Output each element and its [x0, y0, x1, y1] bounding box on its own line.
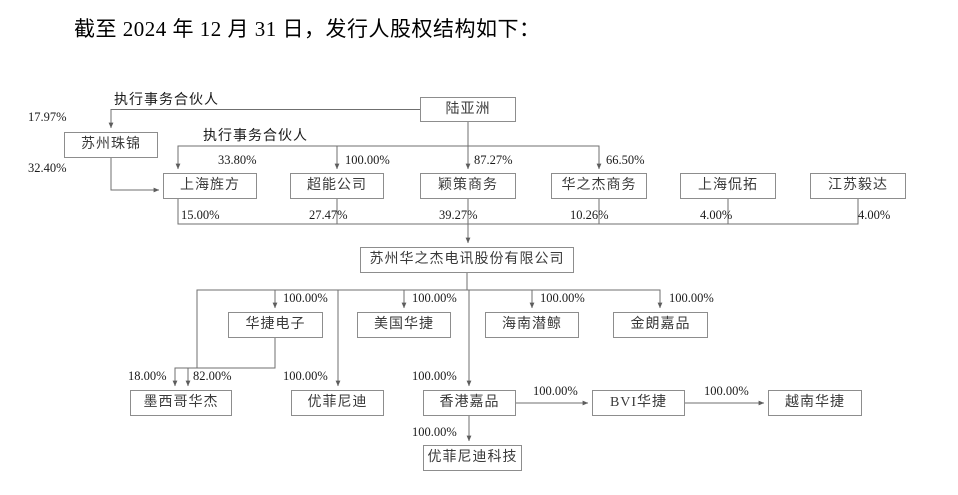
- entity-box-meiguo_hj[interactable]: 美国华捷: [357, 312, 451, 338]
- entity-box-youfeinidi[interactable]: 优菲尼迪: [291, 390, 384, 416]
- connector-lines: [108, 108, 859, 442]
- entity-box-jiangsu_yd[interactable]: 江苏毅达: [810, 173, 906, 199]
- percent-label-p-10000f: 100.00%: [283, 369, 328, 383]
- percent-label-p-8200: 82.00%: [193, 369, 232, 383]
- percent-label-p-8727: 87.27%: [474, 153, 513, 167]
- percent-label-p-10000b: 100.00%: [283, 291, 328, 305]
- percent-label-p-10000g: 100.00%: [412, 369, 457, 383]
- entity-box-lu_yazhou[interactable]: 陆亚洲: [420, 97, 516, 122]
- page-title: 截至 2024 年 12 月 31 日，发行人股权结构如下：: [74, 17, 541, 41]
- entity-box-bvi_hj[interactable]: BVI华捷: [592, 390, 685, 416]
- relation-label-rel-1: 执行事务合伙人: [114, 93, 219, 108]
- percent-label-p-3927: 39.27%: [439, 208, 478, 222]
- percent-label-p-6650: 66.50%: [606, 153, 645, 167]
- percent-label-p-400a: 4.00%: [700, 208, 733, 222]
- percent-label-p-10000j: 100.00%: [412, 425, 457, 439]
- entity-box-huazhijie_sw[interactable]: 华之杰商务: [551, 173, 647, 199]
- entity-box-jinlang_jp[interactable]: 金朗嘉品: [613, 312, 708, 338]
- percent-label-p-10000e: 100.00%: [669, 291, 714, 305]
- entity-box-suzhou_zhujin[interactable]: 苏州珠锦: [64, 132, 158, 158]
- entity-box-vietnam_hj[interactable]: 越南华捷: [768, 390, 862, 416]
- percent-label-p-10000d: 100.00%: [540, 291, 585, 305]
- percent-label-p-10000c: 100.00%: [412, 291, 457, 305]
- percent-label-p-10000h: 100.00%: [533, 384, 578, 398]
- percent-label-p-1500: 15.00%: [181, 208, 220, 222]
- entity-box-hainan_qj[interactable]: 海南潜鲸: [485, 312, 579, 338]
- percent-label-p-2747: 27.47%: [309, 208, 348, 222]
- entity-box-shanghai_kt[interactable]: 上海侃拓: [680, 173, 776, 199]
- percent-label-p-3380: 33.80%: [218, 153, 257, 167]
- percent-label-p-1026: 10.26%: [570, 208, 609, 222]
- entity-box-mexico_hj[interactable]: 墨西哥华杰: [130, 390, 232, 416]
- entity-box-yingce[interactable]: 颖策商务: [420, 173, 516, 199]
- entity-box-shanghai_jf[interactable]: 上海旌方: [163, 173, 257, 199]
- percent-label-p-10000a: 100.00%: [345, 153, 390, 167]
- relation-label-rel-2: 执行事务合伙人: [203, 129, 308, 144]
- percent-label-p-1800: 18.00%: [128, 369, 167, 383]
- percent-label-p-10000i: 100.00%: [704, 384, 749, 398]
- percent-label-p-1797: 17.97%: [28, 110, 67, 124]
- percent-label-p-400b: 4.00%: [858, 208, 891, 222]
- entity-box-chaoneng[interactable]: 超能公司: [290, 173, 384, 199]
- percent-label-p-3240: 32.40%: [28, 161, 67, 175]
- entity-box-hongkong_jp[interactable]: 香港嘉品: [423, 390, 516, 416]
- entity-box-yfnd_keji[interactable]: 优菲尼迪科技: [423, 445, 522, 471]
- entity-box-huajie_dz[interactable]: 华捷电子: [228, 312, 323, 338]
- entity-box-issuer[interactable]: 苏州华之杰电讯股份有限公司: [360, 247, 574, 273]
- ownership-structure-diagram: 陆亚洲苏州珠锦上海旌方 超能公司 颖策商务 华之杰商务 上海侃拓 江苏毅达苏州华之杰电讯股…: [28, 78, 936, 488]
